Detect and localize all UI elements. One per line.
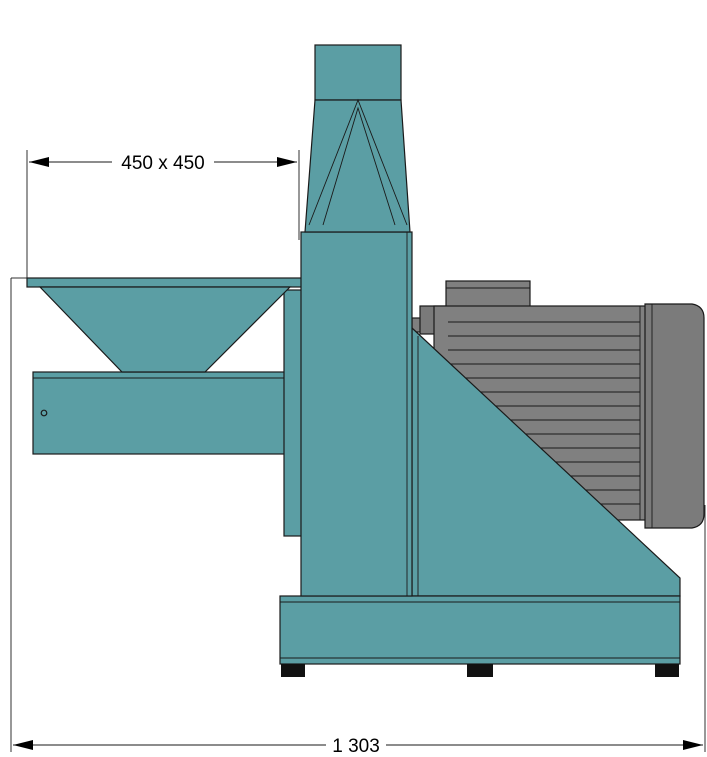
mill-housing [300,231,413,597]
discharge-chute [304,44,411,233]
dimension-label-overall: 1 303 [332,736,380,757]
arrowhead-overall-right [683,740,703,750]
housing-column [300,231,413,597]
dimension-label-hopper: 450 x 450 [121,153,204,174]
foot-middle [467,664,493,677]
chute-transition [304,99,411,233]
base-frame [279,595,681,677]
dimension-hopper-width: 450 x 450 [26,150,300,278]
inlet-flange-plate [283,289,303,537]
conveyor-bolt [40,409,48,417]
motor-fan-cover [644,303,705,529]
hopper-rim [26,277,304,288]
conveyor-housing [32,371,286,455]
foot-left [281,664,305,677]
dimension-overall-length: 1 303 [10,277,706,757]
chute-outlet [314,44,402,101]
arrowhead-right [277,157,297,167]
base-plate [279,595,681,665]
chute-fold-line-inner [322,106,396,226]
arrowhead-left [29,157,49,167]
hopper-funnel [38,286,292,373]
feed-conveyor [32,289,303,537]
foot-right [655,664,679,677]
arrowhead-overall-left [13,740,33,750]
chute-fold-line-outer [308,98,408,226]
feed-hopper [26,277,304,373]
